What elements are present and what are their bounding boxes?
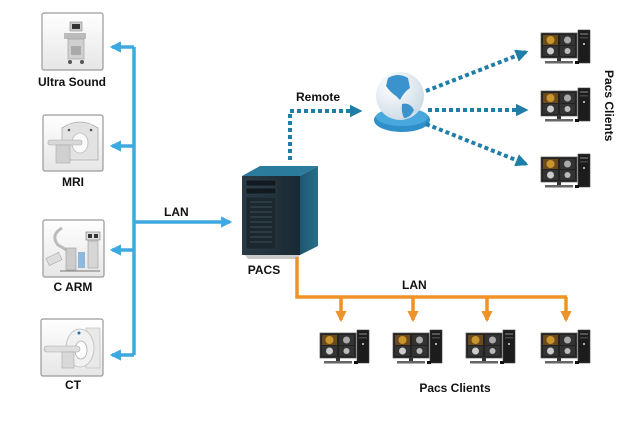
modality-lan-bus <box>109 41 233 361</box>
lan-label-clients: LAN <box>402 278 427 292</box>
modality-label-ultrasound: Ultra Sound <box>38 75 106 89</box>
remote-link-to-globe <box>288 104 363 160</box>
server-tower-icon[interactable] <box>242 166 318 259</box>
local-workstation-icon[interactable] <box>465 329 516 365</box>
ct-scanner-icon <box>43 327 101 369</box>
remote-workstation-icon[interactable] <box>540 153 591 189</box>
modality-label-ct: CT <box>65 378 82 392</box>
globe-icon[interactable] <box>374 72 430 132</box>
remote-link-client-1 <box>425 49 529 93</box>
local-workstation-icon[interactable] <box>540 329 591 365</box>
remote-label: Remote <box>296 90 340 104</box>
remote-link-client-3 <box>425 122 529 167</box>
modality-label-c-arm: C ARM <box>54 280 93 294</box>
local-workstation-icon[interactable] <box>392 329 443 365</box>
server-label-pacs: PACS <box>248 263 280 277</box>
modality-mri[interactable] <box>42 114 104 172</box>
c-arm-icon <box>45 226 101 272</box>
modality-c-arm[interactable] <box>42 219 105 278</box>
modality-ultrasound[interactable] <box>41 12 104 71</box>
client-lan-trunk <box>295 257 567 299</box>
remote-workstation-icon[interactable] <box>540 87 591 123</box>
local-clients-label: Pacs Clients <box>419 381 491 395</box>
mri-scanner-icon <box>47 121 99 164</box>
remote-link <box>288 104 363 160</box>
remote-client-links <box>425 49 529 167</box>
local-workstation-icon[interactable] <box>319 329 370 365</box>
client-lan-bus <box>295 257 572 323</box>
modality-label-mri: MRI <box>62 175 84 189</box>
modality-ct[interactable] <box>40 318 104 377</box>
ultrasound-machine-icon <box>64 21 86 64</box>
remote-workstation-icon[interactable] <box>540 29 591 65</box>
remote-clients-label: Pacs Clients <box>602 70 616 142</box>
lan-label-modalities: LAN <box>164 205 189 219</box>
